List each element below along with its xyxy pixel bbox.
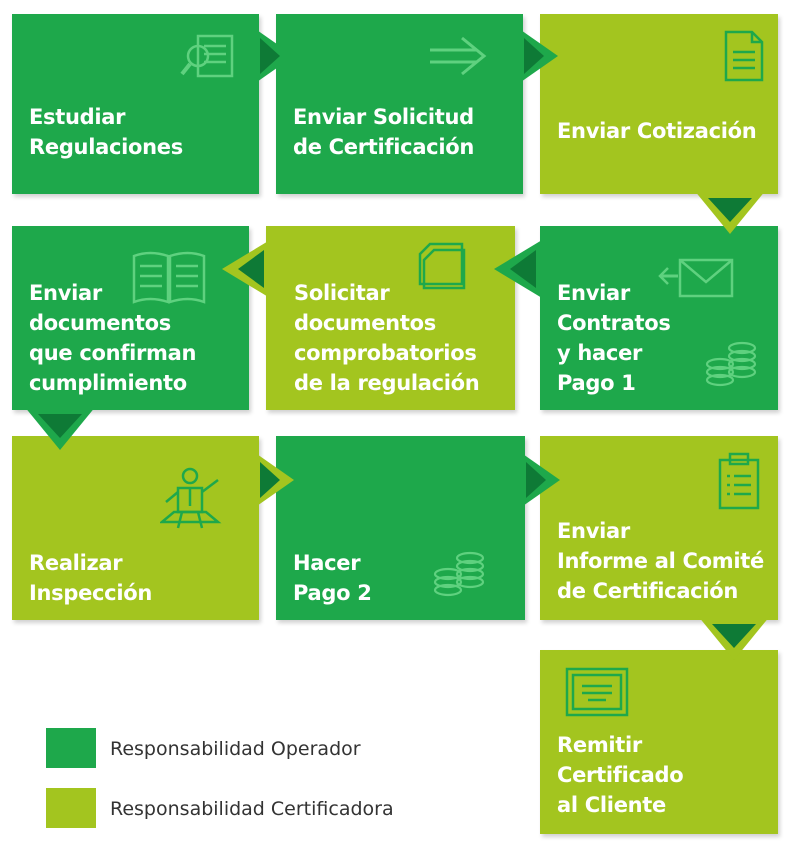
arrow-step3-to-step4: [694, 190, 766, 238]
legend-label-certificadora: Responsabilidad Certificadora: [110, 798, 394, 820]
magnifier-document-icon: [180, 26, 240, 86]
certificate-icon: [564, 666, 630, 718]
arrow-step2-to-step3: [518, 28, 558, 88]
step-4-label: Enviar Contratos y hacer Pago 1: [557, 281, 671, 395]
step-9-label: Enviar Informe al Comité de Certificació…: [557, 519, 764, 603]
step-4-box: Enviar Contratos y hacer Pago 1: [540, 226, 778, 410]
document-icon: [722, 28, 766, 84]
step-3-label: Enviar Cotización: [557, 119, 757, 143]
coins-icon: [704, 338, 760, 392]
legend-label-operador: Responsabilidad Operador: [110, 738, 361, 760]
step-2-label: Enviar Solicitud de Certificación: [293, 105, 475, 159]
arrow-step8-to-step9: [520, 452, 560, 512]
step-9-box: Enviar Informe al Comité de Certificació…: [540, 436, 778, 620]
step-6-label: Enviar documentos que confirman cumplimi…: [29, 281, 197, 395]
arrow-step5-to-step6: [222, 240, 270, 302]
arrow-step6-to-step7: [24, 406, 96, 454]
step-1-box: Estudiar Regulaciones: [12, 14, 259, 194]
step-3-box: Enviar Cotización: [540, 14, 778, 194]
folder-icon: [416, 240, 468, 292]
arrow-right-icon: [426, 34, 490, 78]
step-2-box: Enviar Solicitud de Certificación: [276, 14, 523, 194]
step-1-label: Estudiar Regulaciones: [29, 105, 183, 159]
arrow-step9-to-step10: [698, 616, 770, 664]
step-7-box: Realizar Inspección: [12, 436, 259, 620]
arrow-step7-to-step8: [254, 452, 294, 512]
step-8-label: Hacer Pago 2: [293, 551, 372, 605]
step-5-box: Solicitar documentos comprobatorios de l…: [266, 226, 515, 410]
legend-swatch-operador: [46, 728, 96, 768]
step-7-label: Realizar Inspección: [29, 551, 153, 605]
step-5-label: Solicitar documentos comprobatorios de l…: [294, 281, 480, 395]
legend-swatch-certificadora: [46, 788, 96, 828]
open-book-icon: [130, 248, 208, 306]
envelope-arrow-icon: [658, 254, 736, 300]
step-10-box: Remitir Certificado al Cliente: [540, 650, 778, 834]
clipboard-icon: [716, 452, 762, 512]
inspector-icon: [160, 466, 230, 532]
step-8-box: Hacer Pago 2: [276, 436, 525, 620]
arrow-step4-to-step5: [494, 240, 542, 302]
coins-icon: [432, 548, 488, 602]
step-10-label: Remitir Certificado al Cliente: [557, 733, 684, 817]
step-6-box: Enviar documentos que confirman cumplimi…: [12, 226, 249, 410]
arrow-step1-to-step2: [254, 28, 294, 88]
